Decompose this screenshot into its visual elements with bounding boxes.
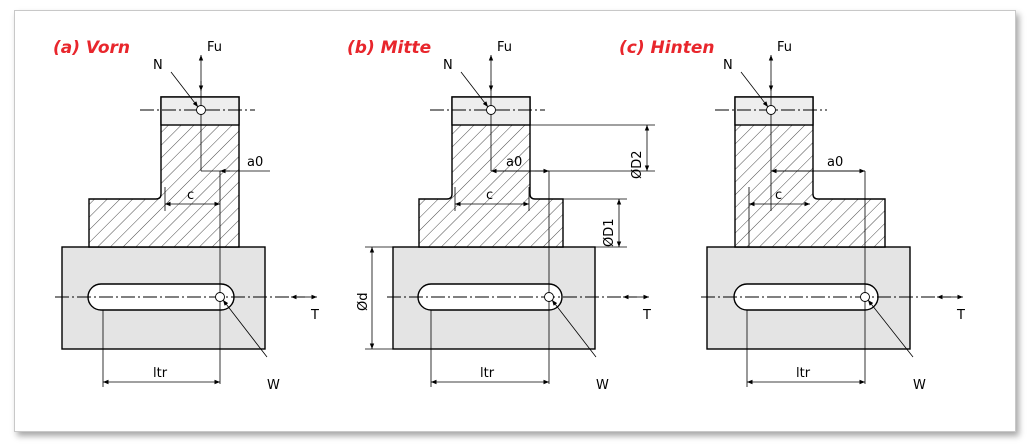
dim-c-c: c <box>775 188 782 203</box>
dim-c-b: c <box>486 188 493 203</box>
caption-c: (c) Hinten <box>619 38 714 58</box>
view-c: (c) Hinten Fu N W T a0 c ltr <box>619 38 965 393</box>
caption-b: (b) Mitte <box>347 38 431 58</box>
dim-a0-b: a0 <box>506 155 522 170</box>
point-w-a: W <box>267 378 280 393</box>
dim-a0-c: a0 <box>827 155 843 170</box>
caption-a: (a) Vorn <box>53 38 130 58</box>
dim-a0-a: a0 <box>247 155 263 170</box>
force-label-b: Fu <box>497 40 512 55</box>
dim-ltr-c: ltr <box>796 366 811 381</box>
dim-d-b: Ød <box>356 293 371 311</box>
dim-c-a: c <box>187 188 194 203</box>
axis-t-b: T <box>642 308 651 323</box>
dim-ltr-b: ltr <box>480 366 495 381</box>
axis-t-c: T <box>956 308 965 323</box>
hub-a <box>88 96 240 248</box>
force-label-c: Fu <box>777 40 792 55</box>
point-w-c: W <box>913 378 926 393</box>
view-b: (b) Mitte Fu N W T a0 c ØD2 <box>347 38 655 393</box>
figure-frame: (a) Vorn Fu N W T a0 c <box>14 10 1016 432</box>
hub-top-a <box>160 96 240 126</box>
axis-t-a: T <box>310 308 319 323</box>
force-label-a: Fu <box>207 40 222 55</box>
dim-d2-b: ØD2 <box>630 150 645 179</box>
dim-d1-b: ØD1 <box>602 218 617 247</box>
point-n-b: N <box>443 58 453 73</box>
point-w-b: W <box>596 378 609 393</box>
dim-ltr-a: ltr <box>153 366 168 381</box>
point-n-a: N <box>153 58 163 73</box>
view-a: (a) Vorn Fu N W T a0 c <box>53 38 319 393</box>
point-n-c: N <box>723 58 733 73</box>
technical-drawing: (a) Vorn Fu N W T a0 c <box>53 38 965 393</box>
